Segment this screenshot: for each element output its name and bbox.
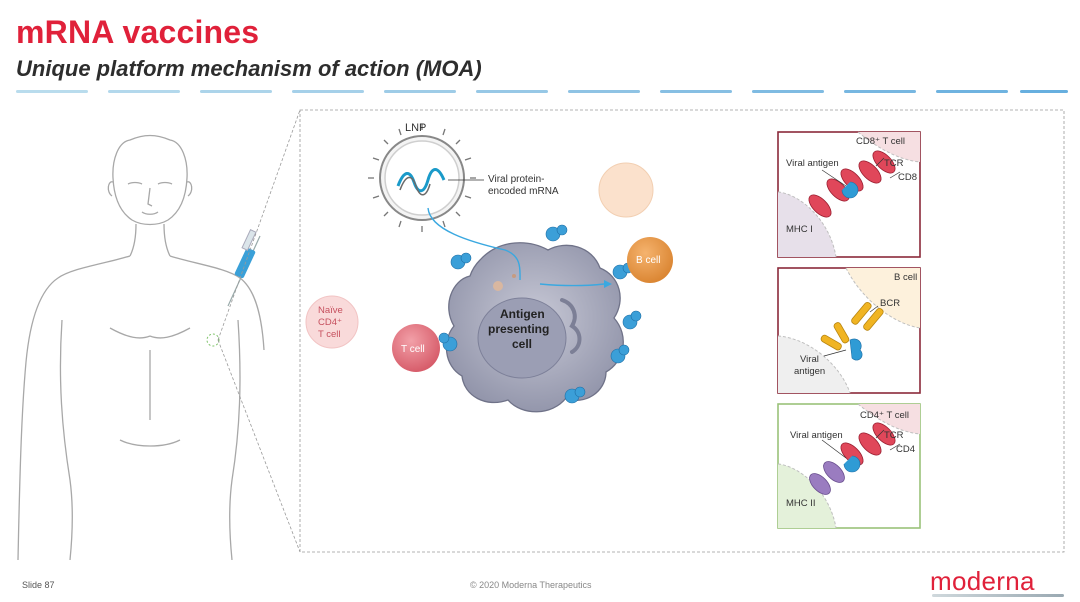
moderna-logo: moderna (930, 566, 1035, 596)
apc-label-2: presenting (488, 322, 549, 336)
panel-cd8-title: CD8⁺ T cell (856, 136, 905, 147)
copyright: © 2020 Moderna Therapeutics (470, 580, 592, 590)
zoom-box (299, 109, 1065, 553)
panel-cd4-coreceptor: CD4 (896, 444, 915, 455)
panel-cd4-tcr: TCR (884, 430, 904, 441)
peach-cell (598, 162, 654, 218)
b-cell (627, 237, 673, 283)
apc-label-1: Antigen (500, 307, 545, 321)
panel-b-receptor: BCR (880, 298, 900, 309)
t-cell-label: T cell (401, 344, 425, 355)
human-figure (17, 134, 265, 560)
slide-number: Slide 87 (22, 580, 55, 590)
moa-figure: LNP Viral protein- encoded mRNA Antigen … (17, 109, 1065, 560)
panel-cd8-t-cell (777, 131, 921, 258)
panel-b-title: B cell (894, 272, 917, 283)
panel-cd8-mhc: MHC I (786, 224, 813, 235)
panel-cd4-antigen: Viral antigen (790, 430, 843, 441)
logo-underline (932, 594, 1064, 597)
antigen-export-arrow (539, 283, 605, 287)
panel-cd4-mhc: MHC II (786, 498, 816, 509)
panel-cd8-coreceptor: CD8 (898, 172, 917, 183)
b-cell-label: B cell (636, 255, 660, 266)
panel-b-cell (777, 267, 921, 394)
syringe-icon (206, 229, 261, 347)
mrna-label-1: Viral protein- (488, 174, 545, 185)
t-cell (392, 324, 440, 372)
title-divider (16, 90, 1068, 94)
panel-cd4-t-cell (777, 403, 921, 529)
naive-label-2: CD4⁺ (318, 317, 342, 328)
naive-label-3: T cell (318, 329, 341, 340)
naive-cd4-t-cell (305, 295, 359, 349)
panel-b-antigen-1: Viral (800, 354, 819, 365)
panel-cd8-antigen: Viral antigen (786, 158, 839, 169)
panel-cd8-tcr: TCR (884, 158, 904, 169)
panel-b-antigen-2: antigen (794, 366, 825, 377)
slide-subtitle: Unique platform mechanism of action (MOA… (16, 56, 482, 81)
lnp-particle (368, 124, 476, 232)
mrna-uptake-arrow (427, 207, 521, 281)
naive-label-1: Naïve (318, 305, 343, 316)
zoom-line-top (217, 109, 301, 341)
apc-label-3: cell (512, 337, 532, 351)
lnp-label: LNP (405, 122, 426, 134)
mrna-label-2: encoded mRNA (488, 186, 559, 197)
zoom-line-bottom (217, 339, 301, 553)
slide-title: mRNA vaccines (16, 14, 260, 50)
panel-cd4-title: CD4⁺ T cell (860, 410, 909, 421)
